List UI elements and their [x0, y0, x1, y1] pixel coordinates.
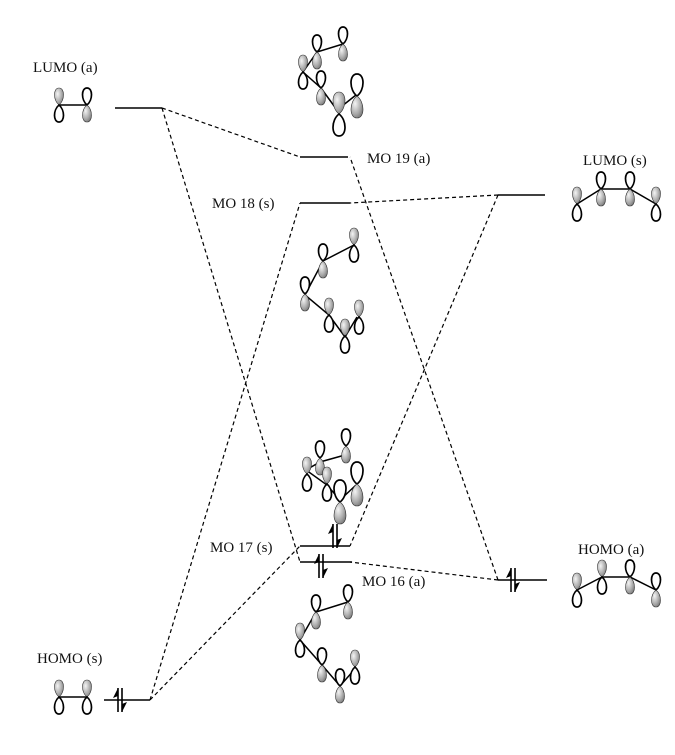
- label-mo18: MO 18 (s): [212, 196, 275, 212]
- orbital-mo16: [294, 584, 361, 704]
- label-mo16: MO 16 (a): [362, 574, 425, 590]
- energy-levels: [104, 107, 547, 701]
- label-mo17: MO 17 (s): [210, 540, 273, 556]
- label-lumo-a: LUMO (a): [33, 60, 98, 76]
- labels: LUMO (a) HOMO (s) MO 19 (a) MO 18 (s) MO…: [33, 60, 647, 667]
- corr-lumo-a-to-mo19: [161, 107, 301, 158]
- orbital-homo-a: [571, 559, 662, 608]
- corr-homo-a-to-mo16: [349, 561, 499, 581]
- label-homo-s: HOMO (s): [37, 651, 102, 667]
- label-mo19: MO 19 (a): [367, 151, 430, 167]
- orbital-lumo-s: [571, 171, 662, 222]
- orbital-mo19: [297, 26, 364, 137]
- label-lumo-s: LUMO (s): [583, 153, 647, 169]
- label-homo-a: HOMO (a): [578, 542, 644, 558]
- electron-pair-mo17: [327, 523, 343, 549]
- orbital-lumo-a: [53, 87, 93, 123]
- electron-pair-mo16: [313, 553, 329, 579]
- orbital-homo-s: [53, 679, 93, 715]
- corr-homo-a-to-mo19: [349, 156, 499, 581]
- orbital-mo18: [299, 227, 365, 354]
- corr-lumo-a-to-mo16: [161, 107, 301, 563]
- corr-lumo-s-to-mo17: [349, 194, 499, 547]
- correlation-lines: [149, 107, 499, 701]
- corr-lumo-s-to-mo18: [349, 194, 499, 204]
- corr-homo-s-to-mo17: [149, 545, 301, 701]
- corr-homo-s-to-mo18: [149, 202, 301, 701]
- orbital-mo17: [301, 428, 364, 525]
